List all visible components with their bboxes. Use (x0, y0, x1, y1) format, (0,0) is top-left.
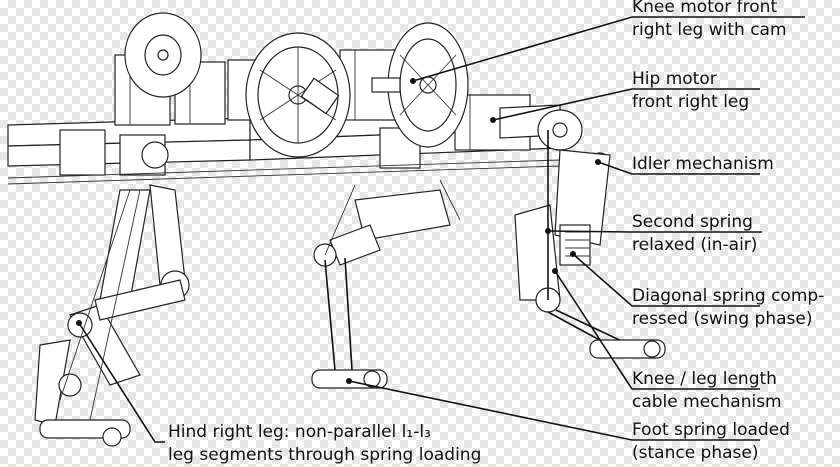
hind-leg-drawing (34, 184, 190, 447)
label-hip-motor-line2: front right leg (632, 92, 750, 112)
label-idler: Idler mechanism (632, 153, 774, 176)
label-knee-cable-line2: cable mechanism (632, 392, 782, 412)
label-diagonal-spring: Diagonal spring comp- ressed (swing phas… (632, 285, 824, 331)
label-hind-leg-line2: leg segments through spring loading (168, 445, 482, 465)
middle-leg-drawing (311, 179, 461, 389)
label-knee-motor-line2: right leg with cam (632, 20, 787, 40)
leader-foot-spring-dot (346, 378, 352, 384)
wheel-front-cam (387, 22, 469, 148)
leader-lines (76, 16, 805, 443)
label-hind-leg: Hind right leg: non-parallel l₁-l₃ leg s… (168, 421, 481, 467)
label-knee-motor: Knee motor front right leg with cam (632, 0, 787, 42)
label-foot-spring-line2: (stance phase) (632, 443, 759, 463)
wheel-rear (124, 12, 202, 98)
wheel-middle (245, 32, 351, 158)
label-knee-motor-line1: Knee motor front (632, 0, 778, 17)
label-foot-spring: Foot spring loaded (stance phase) (632, 419, 790, 465)
label-knee-cable-line1: Knee / leg length (632, 369, 777, 389)
label-second-spring: Second spring relaxed (in-air) (632, 211, 757, 257)
label-hip-motor: Hip motor front right leg (632, 68, 749, 114)
label-second-spring-line1: Second spring (632, 212, 753, 232)
label-diagonal-spring-line2: ressed (swing phase) (632, 309, 813, 329)
label-second-spring-line2: relaxed (in-air) (632, 235, 758, 255)
leader-hind-leg (78, 322, 165, 443)
leader-foot-spring (348, 380, 760, 441)
leader-knee-cable (554, 270, 760, 390)
leader-knee-motor-dot (410, 78, 416, 84)
label-hind-leg-line1: Hind right leg: non-parallel l₁-l₃ (168, 422, 431, 442)
label-hip-motor-line1: Hip motor (632, 69, 717, 89)
servo-horns (300, 77, 401, 115)
leader-hip-motor-dot (490, 117, 496, 123)
label-foot-spring-line1: Foot spring loaded (632, 420, 790, 440)
leader-hip-motor (492, 88, 760, 121)
label-idler-line1: Idler mechanism (632, 154, 774, 174)
label-diagonal-spring-line1: Diagonal spring comp- (632, 286, 825, 306)
leader-hind-leg-dot (76, 320, 82, 326)
leader-idler-dot (595, 159, 601, 165)
leader-second-spring (547, 230, 762, 233)
leader-diagonal-spring-dot (570, 251, 576, 257)
label-knee-cable: Knee / leg length cable mechanism (632, 368, 782, 414)
leader-second-spring-dot (545, 228, 551, 234)
leader-diagonal-spring (572, 253, 760, 307)
leader-knee-motor (412, 16, 805, 82)
leader-idler (597, 161, 760, 175)
leader-knee-cable-dot (552, 268, 558, 274)
